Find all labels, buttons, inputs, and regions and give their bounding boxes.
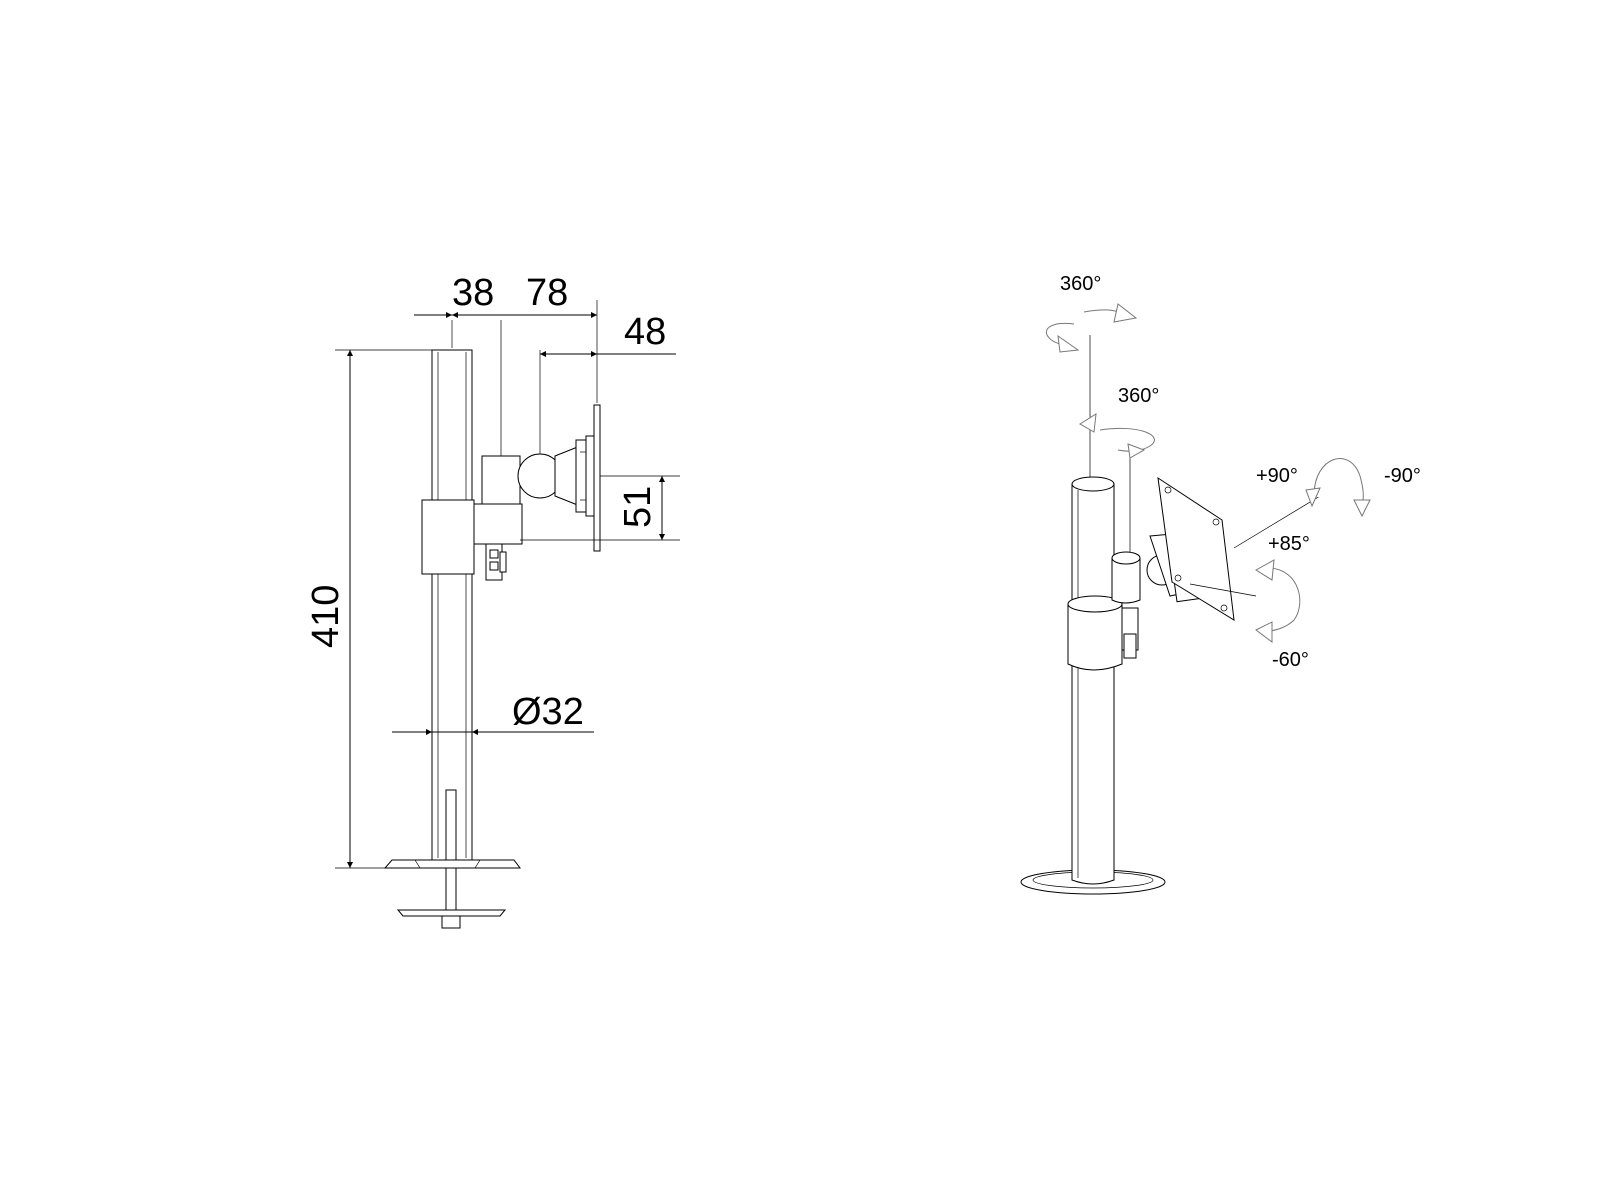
rot-pole-label: 360° <box>1060 273 1101 295</box>
dim-51: 51 <box>617 476 665 540</box>
pole-side <box>431 349 473 871</box>
rotation-arrow-clamp-icon <box>1079 413 1155 459</box>
vesa-plate-iso <box>1157 476 1235 621</box>
tilt-arrow-icon <box>1305 458 1371 518</box>
dim-d32: Ø32 <box>392 691 594 735</box>
collar-iso <box>1067 551 1141 671</box>
side-view: 38 78 48 51 410 Ø32 <box>305 272 680 929</box>
tilt-plus-label: +90° <box>1256 465 1298 487</box>
swivel-plus-label: +85° <box>1268 533 1310 555</box>
dim-38-label: 38 <box>452 272 494 314</box>
swivel-minus-label: -60° <box>1272 649 1309 671</box>
dim-48: 48 <box>540 311 676 357</box>
vesa-plate-side <box>593 404 601 552</box>
dim-410: 410 <box>305 350 353 868</box>
swivel-arrow-icon <box>1255 559 1301 643</box>
dim-38-78: 38 78 <box>414 272 597 318</box>
iso-view: 360° 360° +90° -90° +85° -60° <box>1020 273 1421 895</box>
tilt-minus-label: -90° <box>1384 465 1421 487</box>
collar-side <box>421 455 523 581</box>
dim-d32-label: Ø32 <box>512 691 584 733</box>
rot-clamp-label: 360° <box>1118 385 1159 407</box>
desk-base-side <box>383 859 521 929</box>
rotation-arrow-pole-icon <box>1045 303 1138 353</box>
extension-lines <box>335 300 680 869</box>
tilt-head-side <box>517 435 595 517</box>
dim-48-label: 48 <box>624 311 666 353</box>
dim-78-label: 78 <box>526 272 568 314</box>
dim-410-label: 410 <box>305 585 347 648</box>
dim-51-label: 51 <box>617 486 659 528</box>
pole-iso <box>1071 476 1115 885</box>
